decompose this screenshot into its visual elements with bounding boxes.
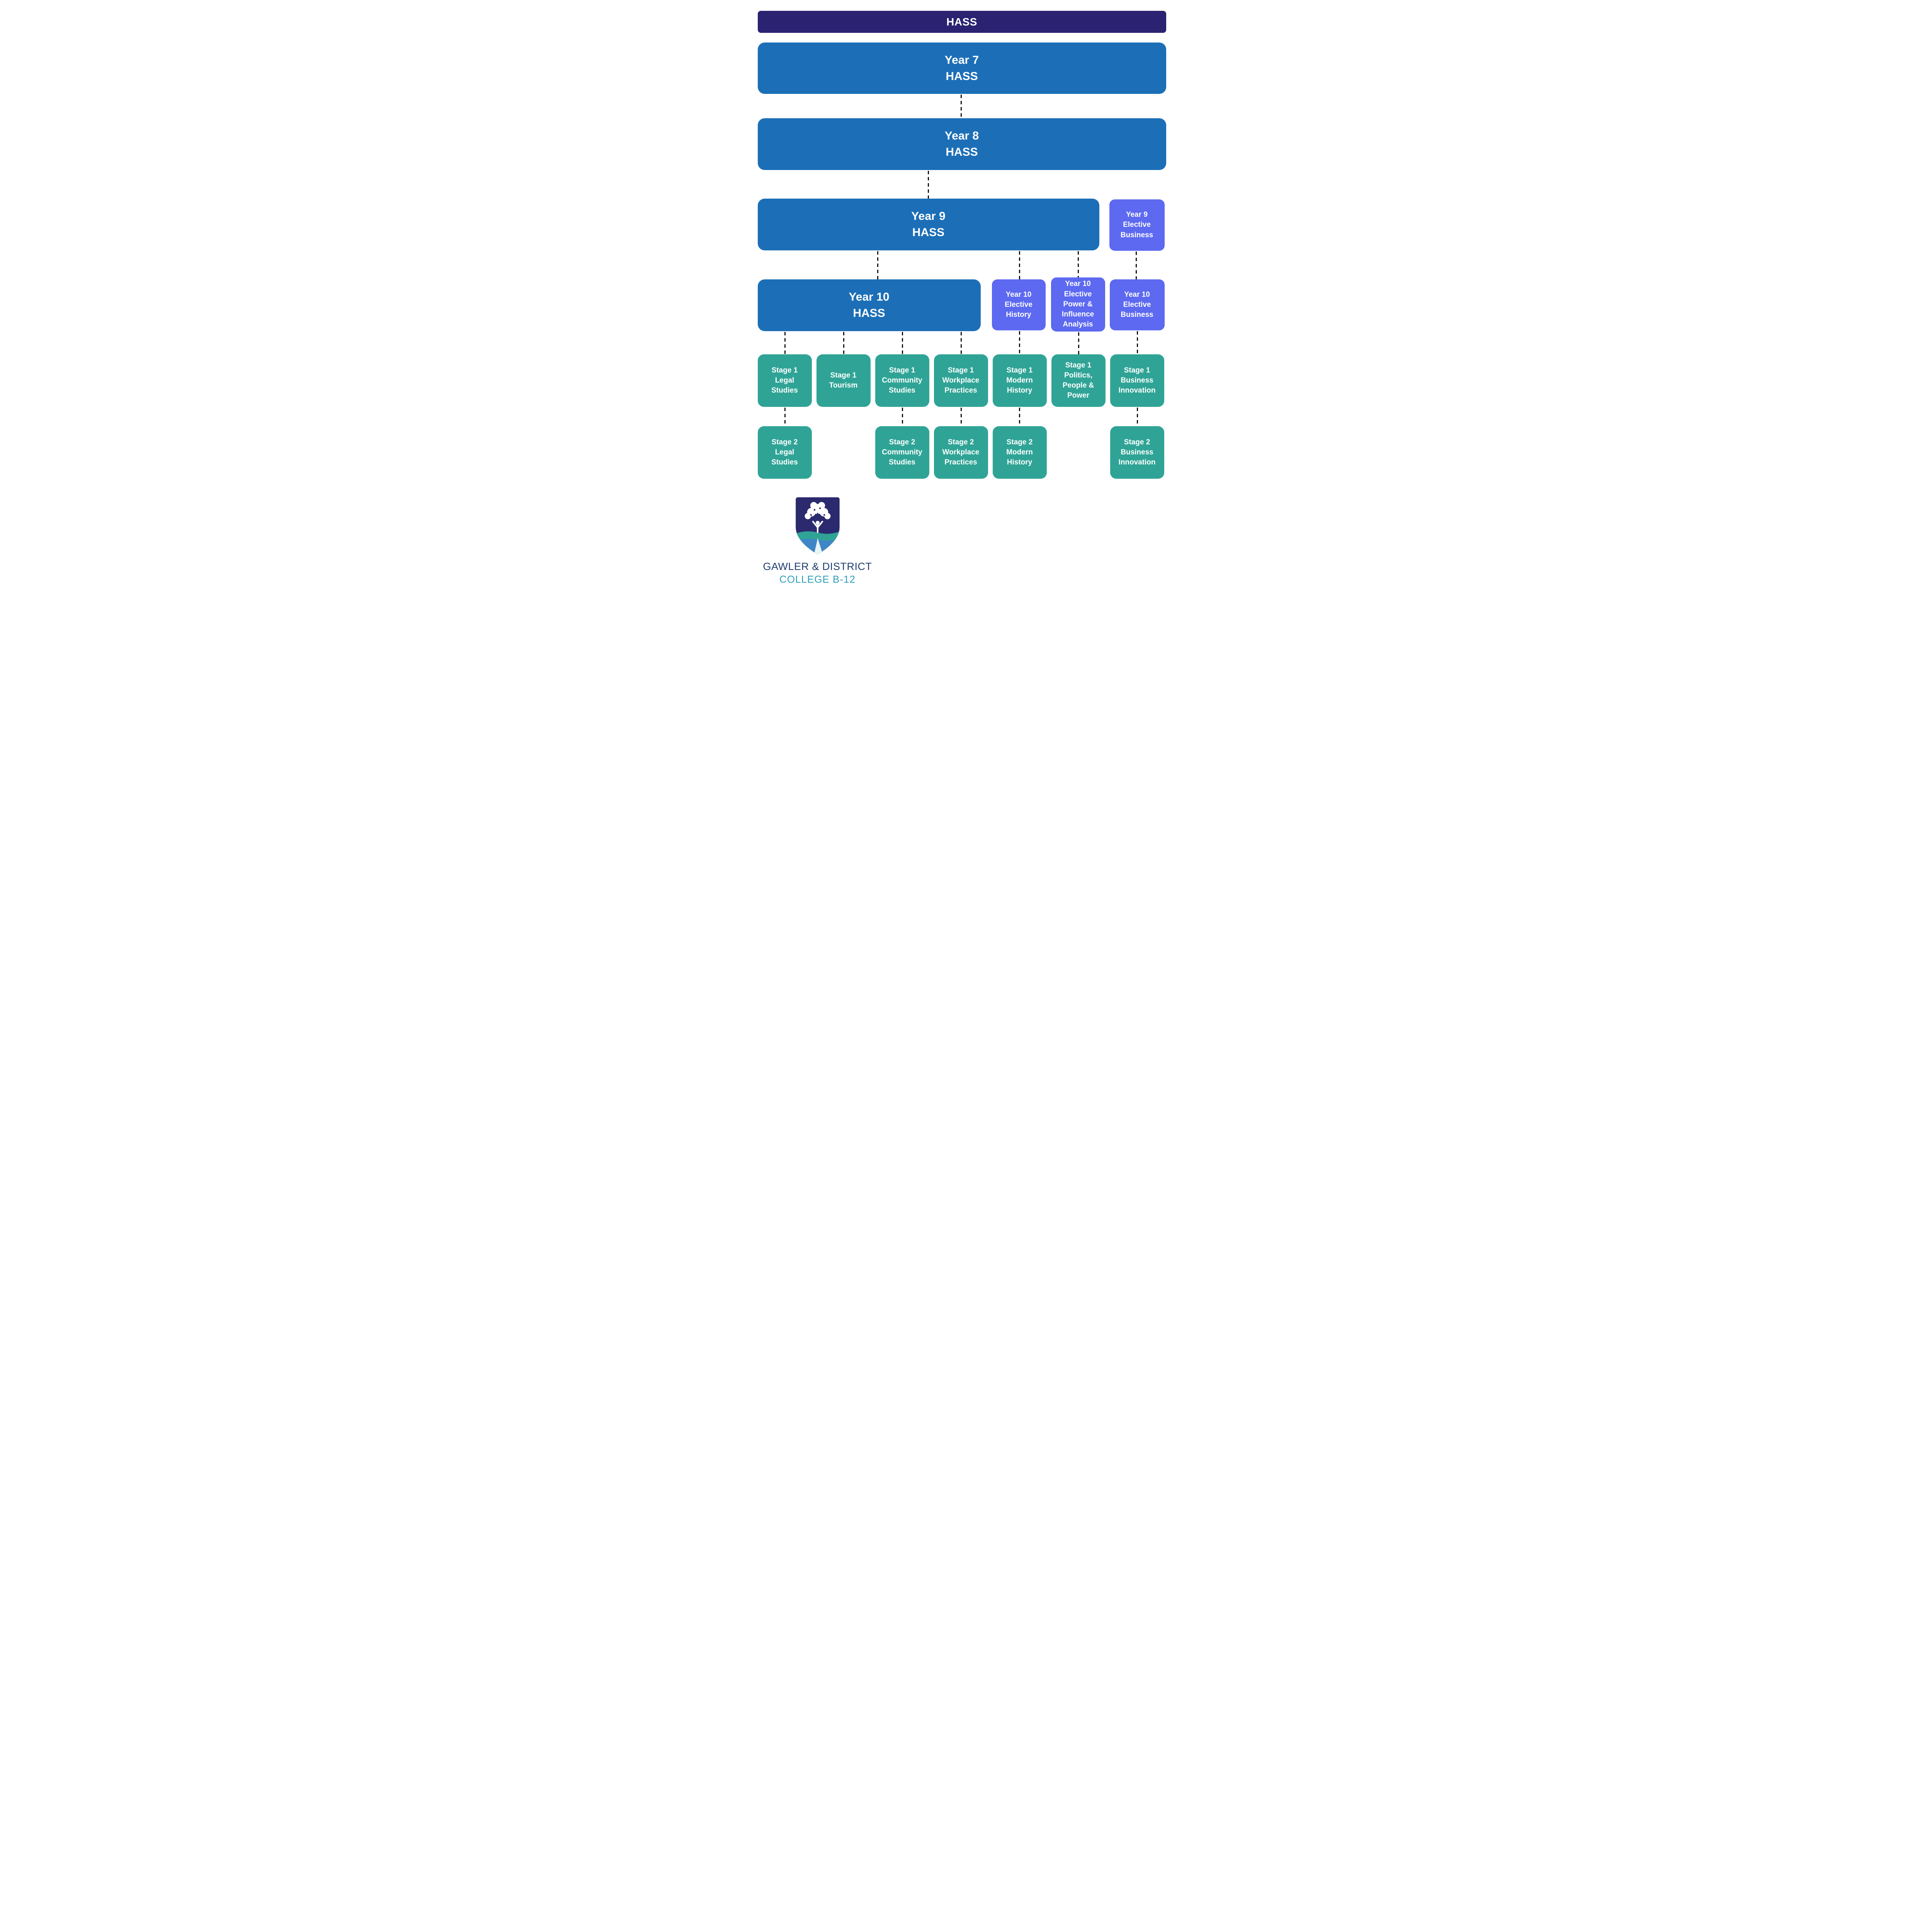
connector-year10-stage1-legal (784, 332, 786, 354)
node-stage1-community-studies-label: Stage 1 Community Studies (882, 366, 922, 395)
connector-stage1-stage2-business (1136, 408, 1138, 426)
connector-year10-stage1-community (902, 332, 903, 354)
node-stage1-workplace-practices: Stage 1 Workplace Practices (934, 354, 988, 407)
node-year10-elective-business: Year 10 Elective Business (1109, 279, 1165, 330)
node-stage2-legal-studies-label: Stage 2 Legal Studies (771, 438, 798, 467)
node-stage1-tourism-label: Stage 1 Tourism (829, 371, 858, 389)
connector-y9-business-y10-business (1135, 252, 1137, 279)
connector-y10-power-stage1-politics (1078, 332, 1079, 354)
connector-year10-stage1-tourism (843, 332, 844, 354)
node-year10-elective-history-label: Year 10 Elective History (1005, 290, 1032, 319)
school-crest-icon (795, 497, 840, 554)
node-year7-hass: Year 7 HASS (757, 43, 1166, 94)
page-title: HASS (757, 11, 1166, 33)
node-stage2-modern-history: Stage 2 Modern History (992, 426, 1047, 479)
node-stage1-legal-studies-label: Stage 1 Legal Studies (771, 366, 798, 395)
node-stage2-business-innovation-label: Stage 2 Business Innovation (1118, 438, 1156, 467)
node-stage1-modern-history-label: Stage 1 Modern History (1006, 366, 1033, 395)
node-year9-hass: Year 9 HASS (757, 199, 1099, 250)
connector-stage1-stage2-legal (784, 408, 786, 426)
node-stage1-politics-people-power-label: Stage 1 Politics, People & Power (1062, 361, 1094, 400)
node-year8-hass-label: Year 8 HASS (944, 129, 979, 158)
node-stage2-business-innovation: Stage 2 Business Innovation (1110, 426, 1164, 479)
connector-year10-stage1-workplace (960, 332, 962, 354)
node-year10-hass-label: Year 10 HASS (849, 291, 890, 320)
node-stage1-modern-history: Stage 1 Modern History (992, 354, 1047, 407)
node-stage1-politics-people-power: Stage 1 Politics, People & Power (1051, 354, 1106, 407)
node-stage1-community-studies: Stage 1 Community Studies (875, 354, 929, 407)
connector-year8-year9 (927, 171, 929, 199)
node-stage2-workplace-practices: Stage 2 Workplace Practices (934, 426, 988, 479)
node-stage2-legal-studies: Stage 2 Legal Studies (757, 426, 812, 479)
node-year10-elective-power-influence: Year 10 Elective Power & Influence Analy… (1051, 277, 1105, 332)
node-year10-elective-power-influence-label: Year 10 Elective Power & Influence Analy… (1061, 280, 1094, 329)
node-stage2-community-studies-label: Stage 2 Community Studies (882, 438, 922, 467)
school-subtitle: COLLEGE B-12 (779, 573, 856, 585)
connector-stage1-stage2-modern (1019, 408, 1020, 426)
connector-year9-y10-elective-power (1077, 251, 1079, 277)
school-logo: GAWLER & DISTRICT COLLEGE B-12 (752, 497, 883, 585)
node-year8-hass: Year 8 HASS (757, 118, 1166, 170)
connector-year9-year10 (877, 251, 878, 279)
node-year10-elective-business-label: Year 10 Elective Business (1121, 290, 1153, 319)
connector-year9-y10-elective-history (1019, 251, 1020, 279)
page-title-label: HASS (946, 15, 977, 28)
node-year9-elective-business-label: Year 9 Elective Business (1120, 211, 1153, 239)
school-name: GAWLER & DISTRICT (763, 561, 872, 572)
node-year9-elective-business: Year 9 Elective Business (1109, 199, 1165, 251)
node-stage2-modern-history-label: Stage 2 Modern History (1006, 438, 1033, 467)
node-year10-hass: Year 10 HASS (757, 279, 981, 331)
node-stage1-business-innovation-label: Stage 1 Business Innovation (1118, 366, 1156, 395)
hass-curriculum-flowchart: HASS Year 7 HASS Year 8 HASS Year 9 HASS… (746, 0, 1171, 601)
node-stage1-legal-studies: Stage 1 Legal Studies (757, 354, 812, 407)
node-stage1-workplace-practices-label: Stage 1 Workplace Practices (942, 366, 980, 395)
node-stage1-tourism: Stage 1 Tourism (816, 354, 871, 407)
connector-stage1-stage2-community (902, 408, 903, 426)
connector-y10-business-stage1-business (1136, 331, 1138, 354)
node-stage1-business-innovation: Stage 1 Business Innovation (1110, 354, 1164, 407)
connector-year7-year8 (960, 95, 962, 118)
node-stage2-community-studies: Stage 2 Community Studies (875, 426, 929, 479)
node-year9-hass-label: Year 9 HASS (911, 210, 946, 239)
node-year10-elective-history: Year 10 Elective History (992, 279, 1046, 330)
connector-stage1-stage2-workplace (960, 408, 962, 426)
node-stage2-workplace-practices-label: Stage 2 Workplace Practices (942, 438, 980, 467)
node-year7-hass-label: Year 7 HASS (944, 53, 979, 83)
connector-y10-history-stage1-modern (1019, 331, 1020, 354)
